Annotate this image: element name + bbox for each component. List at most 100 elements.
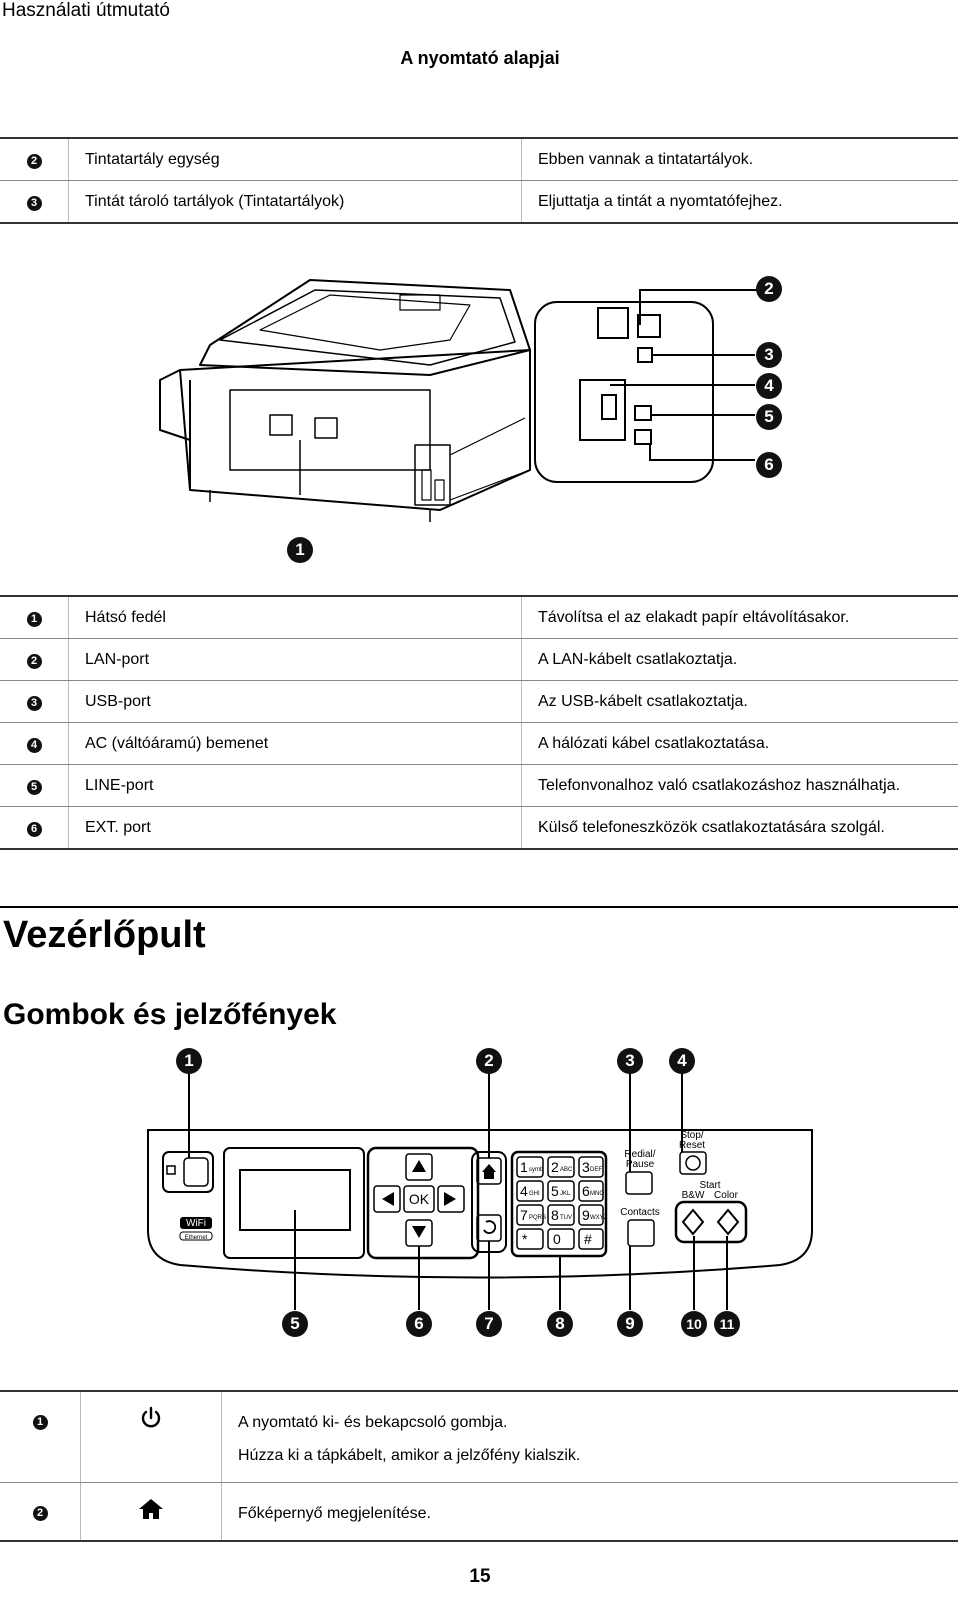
panel-callout-8: 8 bbox=[547, 1311, 573, 1337]
key-letters: TUV bbox=[560, 1215, 572, 1221]
stop-label-1: Stop/ bbox=[680, 1130, 704, 1141]
key-letters: DEF bbox=[590, 1167, 602, 1173]
table-row: 4 AC (váltóáramú) bemenet A hálózati káb… bbox=[0, 722, 958, 765]
stop-label-2: Reset bbox=[679, 1140, 705, 1151]
item-desc: A LAN-kábelt csatlakoztatja. bbox=[521, 638, 958, 681]
ink-table: 2 Tintatartály egység Ebben vannak a tin… bbox=[0, 137, 958, 224]
callout-6: 6 bbox=[756, 452, 782, 478]
section-divider bbox=[0, 906, 958, 908]
key-6: 6 bbox=[582, 1183, 590, 1199]
panel-callout-6: 6 bbox=[406, 1311, 432, 1337]
key-3: 3 bbox=[582, 1159, 590, 1175]
item-name: USB-port bbox=[68, 680, 522, 723]
key-1: 1 bbox=[520, 1159, 528, 1175]
item-desc: Távolítsa el az elakadt papír eltávolítá… bbox=[521, 595, 958, 639]
buttons-table: 1 A nyomtató ki- és bekapcsoló gombja. H… bbox=[0, 1390, 958, 1542]
key-letters: MNO bbox=[590, 1191, 604, 1197]
home-icon bbox=[139, 1499, 163, 1519]
control-panel-illustration: .lbl { font-family:"Liberation Sans", sa… bbox=[147, 1072, 813, 1310]
key-0: 0 bbox=[553, 1231, 561, 1247]
callout-4: 4 bbox=[756, 373, 782, 399]
ethernet-label: Ethernet bbox=[185, 1235, 208, 1241]
item-name: AC (váltóáramú) bemenet bbox=[68, 722, 522, 765]
ports-table: 1 Hátsó fedél Távolítsa el az elakadt pa… bbox=[0, 595, 958, 850]
item-name: EXT. port bbox=[68, 806, 522, 850]
panel-callout-7: 7 bbox=[476, 1311, 502, 1337]
table-row: 2 LAN-port A LAN-kábelt csatlakoztatja. bbox=[0, 638, 958, 681]
wifi-label: WiFi bbox=[186, 1218, 206, 1229]
key-9: 9 bbox=[582, 1207, 590, 1223]
table-row: 1 A nyomtató ki- és bekapcsoló gombja. H… bbox=[0, 1390, 958, 1483]
panel-callout-11: 11 bbox=[714, 1311, 740, 1337]
item-number: 1 bbox=[32, 1415, 48, 1430]
panel-callout-3: 3 bbox=[617, 1048, 643, 1074]
power-icon bbox=[141, 1406, 161, 1428]
item-desc: Telefonvonalhoz való csatlakozáshoz hasz… bbox=[521, 764, 958, 807]
item-number: 3 bbox=[26, 695, 42, 711]
key-letters: WXYZ bbox=[590, 1215, 608, 1221]
table-row: 1 Hátsó fedél Távolítsa el az elakadt pa… bbox=[0, 595, 958, 639]
item-number: 6 bbox=[26, 821, 42, 837]
section-subtitle: A nyomtató alapjai bbox=[400, 48, 560, 68]
key-7: 7 bbox=[520, 1207, 528, 1223]
item-name: Tintát tároló tartályok (Tintatartályok) bbox=[68, 180, 522, 224]
item-number: 2 bbox=[26, 153, 42, 169]
panel-callout-2: 2 bbox=[476, 1048, 502, 1074]
subsection-title: Gombok és jelzőfények bbox=[3, 998, 337, 1031]
panel-callout-5: 5 bbox=[282, 1311, 308, 1337]
key-5: 5 bbox=[551, 1183, 559, 1199]
item-desc: Az USB-kábelt csatlakoztatja. bbox=[521, 680, 958, 723]
item-number: 2 bbox=[26, 653, 42, 669]
table-row: 6 EXT. port Külső telefoneszközök csatla… bbox=[0, 806, 958, 850]
item-number: 5 bbox=[26, 779, 42, 795]
section-title: Vezérlőpult bbox=[3, 914, 206, 956]
color-label: Color bbox=[714, 1190, 739, 1201]
ok-label: OK bbox=[409, 1191, 430, 1207]
callout-1: 1 bbox=[287, 537, 313, 563]
item-number: 3 bbox=[26, 195, 42, 211]
panel-callout-9: 9 bbox=[617, 1311, 643, 1337]
start-label: Start bbox=[699, 1180, 720, 1191]
item-desc: Eljuttatja a tintát a nyomtatófejhez. bbox=[521, 180, 958, 224]
item-name: LINE-port bbox=[68, 764, 522, 807]
item-desc: A hálózati kábel csatlakoztatása. bbox=[521, 722, 958, 765]
item-name: Hátsó fedél bbox=[68, 595, 522, 639]
key-2: 2 bbox=[551, 1159, 559, 1175]
redial-label-1: Redial/ bbox=[624, 1149, 655, 1160]
page-number: 15 bbox=[469, 1566, 491, 1587]
table-row: 2 Tintatartály egység Ebben vannak a tin… bbox=[0, 137, 958, 181]
key-hash: # bbox=[584, 1231, 592, 1247]
callout-3: 3 bbox=[756, 342, 782, 368]
item-desc: Ebben vannak a tintatartályok. bbox=[521, 137, 958, 181]
key-8: 8 bbox=[551, 1207, 559, 1223]
item-name: LAN-port bbox=[68, 638, 522, 681]
key-letters: symb bbox=[529, 1167, 544, 1173]
item-desc: Külső telefoneszközök csatlakoztatására … bbox=[521, 806, 958, 850]
panel-callout-10: 10 bbox=[681, 1311, 707, 1337]
document-header: Használati útmutató bbox=[2, 0, 170, 21]
table-row: 5 LINE-port Telefonvonalhoz való csatlak… bbox=[0, 764, 958, 807]
item-desc-line: Húzza ki a tápkábelt, amikor a jelzőfény… bbox=[238, 1447, 581, 1464]
key-letters: JKL bbox=[560, 1191, 571, 1197]
table-row: 3 Tintát tároló tartályok (Tintatartályo… bbox=[0, 180, 958, 224]
key-letters: ABC bbox=[560, 1167, 573, 1173]
printer-rear-illustration bbox=[159, 279, 760, 522]
item-number: 1 bbox=[26, 611, 42, 627]
table-row: 2 Főképernyő megjelenítése. bbox=[0, 1482, 958, 1542]
key-star: * bbox=[522, 1231, 528, 1247]
item-number: 2 bbox=[32, 1506, 48, 1521]
key-letters: GHI bbox=[529, 1191, 540, 1197]
callout-2: 2 bbox=[756, 276, 782, 302]
item-number: 4 bbox=[26, 737, 42, 753]
key-letters: PQRS bbox=[529, 1215, 546, 1221]
table-row: 3 USB-port Az USB-kábelt csatlakoztatja. bbox=[0, 680, 958, 723]
item-desc-line: A nyomtató ki- és bekapcsoló gombja. bbox=[238, 1414, 508, 1431]
panel-callout-4: 4 bbox=[669, 1048, 695, 1074]
callout-5: 5 bbox=[756, 404, 782, 430]
item-desc-line: Főképernyő megjelenítése. bbox=[238, 1505, 431, 1522]
item-name: Tintatartály egység bbox=[68, 137, 522, 181]
bw-label: B&W bbox=[682, 1190, 705, 1201]
key-4: 4 bbox=[520, 1183, 528, 1199]
contacts-label: Contacts bbox=[620, 1207, 659, 1218]
redial-label-2: Pause bbox=[626, 1159, 655, 1170]
